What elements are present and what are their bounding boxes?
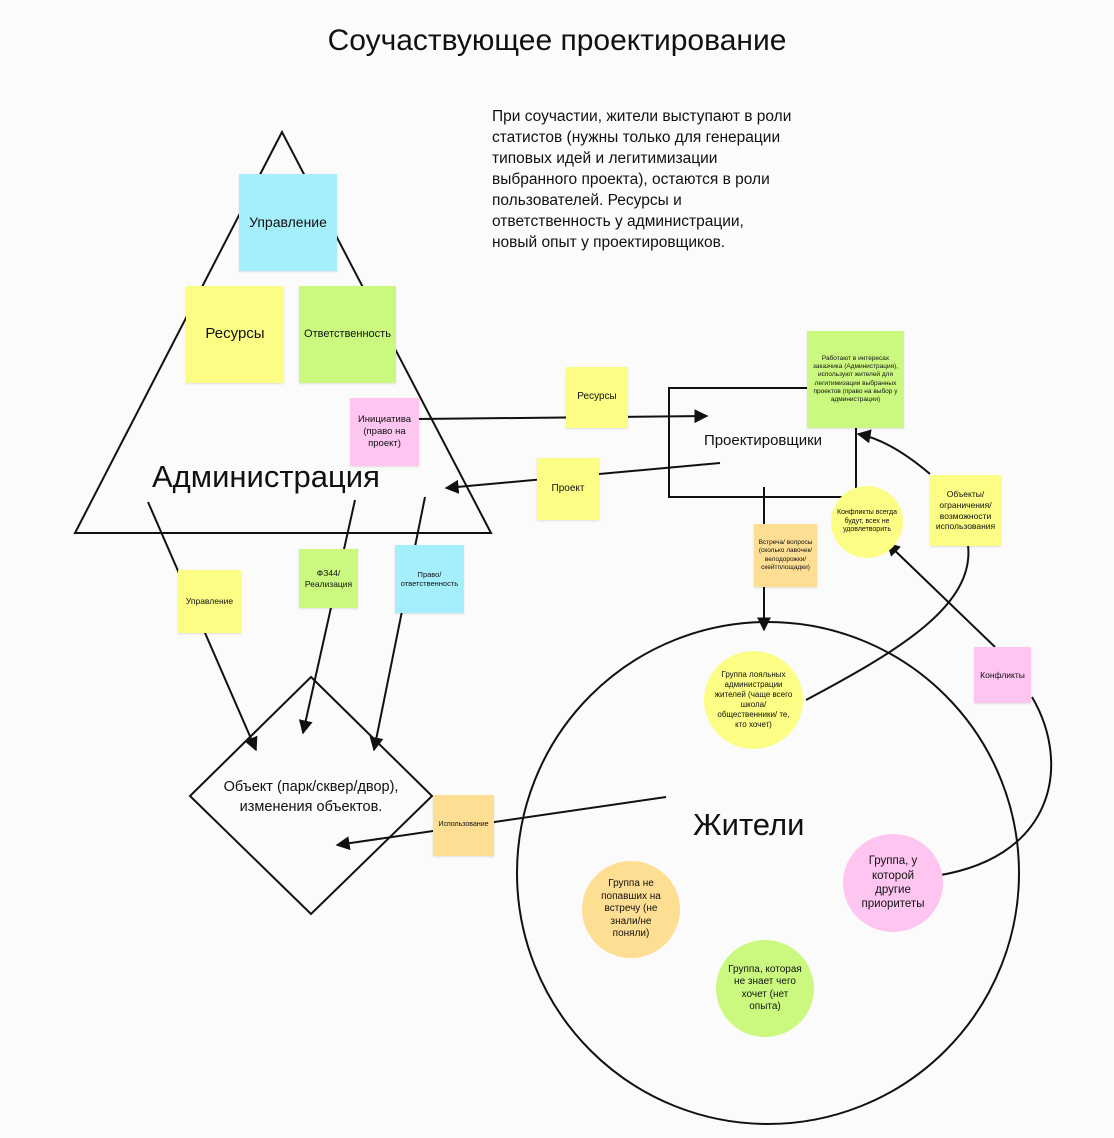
arrow-rights-to-object [369, 496, 426, 752]
description-text: При соучастии, жители выступают в роли с… [492, 108, 792, 251]
note-management-top: Управление [239, 174, 337, 271]
designers-box [668, 387, 857, 498]
administration-label: Администрация [152, 459, 380, 494]
object-label: Объект (парк/сквер/двор), изменения объе… [223, 779, 399, 815]
curve-priorities-to-conflicts [926, 696, 1052, 878]
group-loyal: Группа лояльных администрации жителей (ч… [704, 651, 803, 749]
designers-label: Проектировщики [703, 432, 823, 449]
note-resources-flow: Ресурсы [566, 367, 628, 428]
note-management-flow: Управление [178, 570, 241, 633]
group-dont-know: Группа, которая не знает чего хочет (нет… [716, 940, 814, 1037]
note-meeting-questions: Встреча/ вопросы (сколько лавочек/ велод… [754, 524, 817, 587]
group-missed-meeting: Группа не попавших на встречу (не знали/… [582, 861, 680, 958]
note-rights-responsibility: Право/ ответственность [395, 545, 464, 613]
arrow-objects-to-designers [856, 429, 931, 475]
arrow-conflicts-to-conflict-circle [885, 542, 996, 648]
note-usage: Использование [433, 795, 494, 856]
note-designers-interest: Работают в интересах заказчика (Админист… [807, 331, 904, 428]
note-resources-top: Ресурсы [186, 286, 284, 383]
object-diamond [188, 675, 434, 916]
arrow-fz-to-object [298, 499, 356, 735]
note-initiative: Инициатива (право на проект) [350, 398, 419, 466]
arrow-residents-to-object [335, 796, 667, 851]
note-responsibility-top: Ответственность [299, 286, 396, 383]
note-fz-realization: ФЗ44/ Реализация [299, 549, 358, 608]
circle-conflicts-unsatisfied: Конфликты всегда будут, всех не удовлетв… [831, 486, 903, 558]
curve-loyal-to-objects [805, 544, 970, 701]
residents-label: Жители [693, 807, 805, 842]
note-conflicts: Конфликты [974, 647, 1031, 703]
note-project-flow: Проект [537, 458, 599, 520]
note-objects-constraints: Объекты/ ограничения/ возможности исполь… [930, 475, 1001, 546]
arrow-initiative-to-designers [417, 409, 709, 424]
group-other-priorities: Группа, у которой другие приоритеты [843, 834, 943, 932]
page-title: Соучаствующее проектирование [327, 24, 787, 57]
